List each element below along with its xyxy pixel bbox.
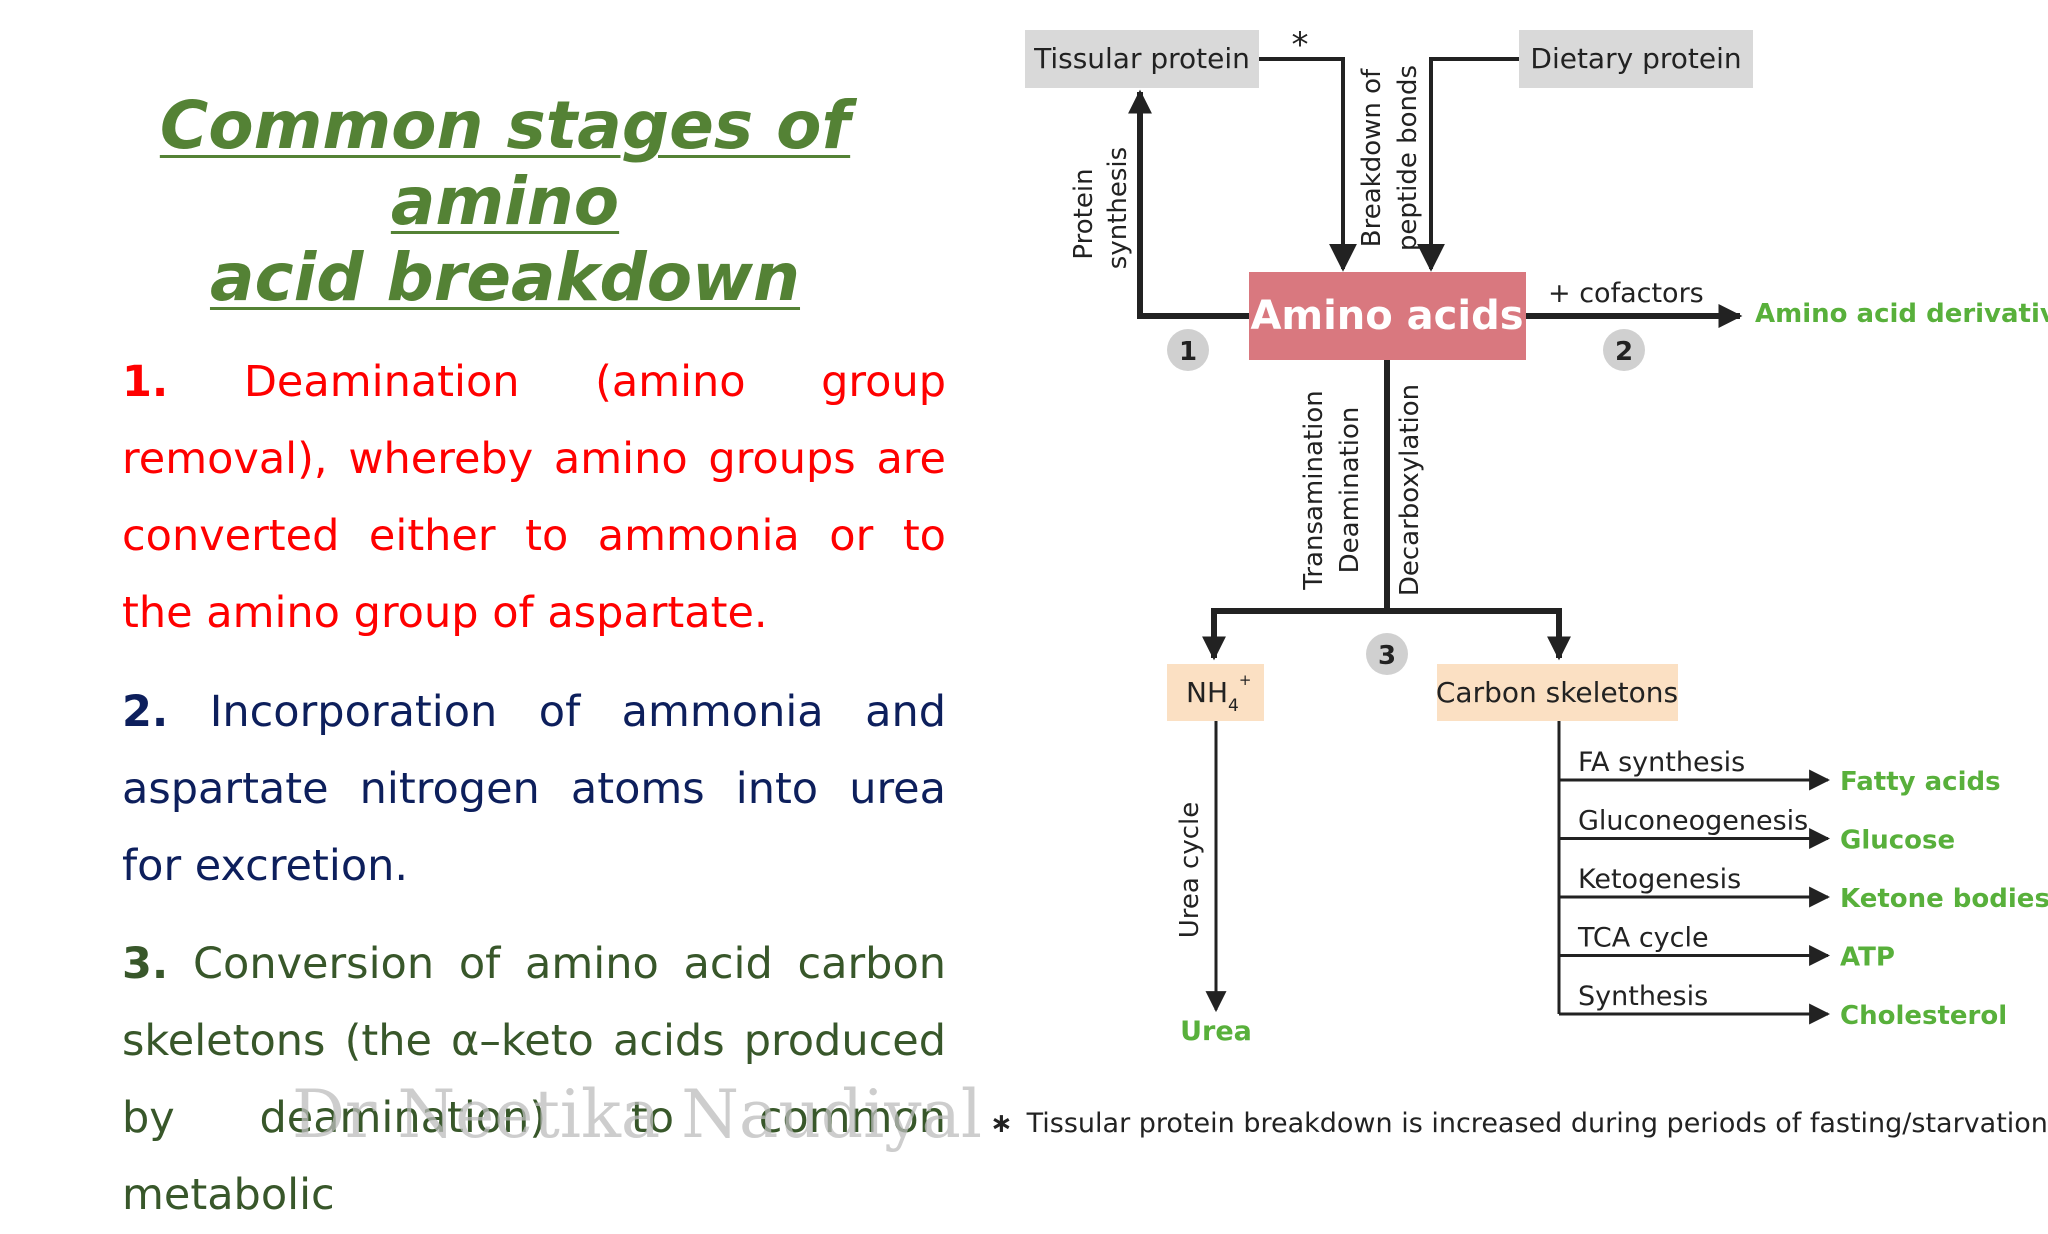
pathway-product-label: Cholesterol — [1840, 1001, 2007, 1031]
amino-acids-label: Amino acids — [1250, 293, 1523, 339]
pathway-process-label: FA synthesis — [1578, 747, 1745, 778]
title-line-2: acid breakdown — [209, 239, 801, 316]
point-2-number: 2. — [122, 687, 169, 737]
protein-synthesis-arrow — [1128, 89, 1249, 319]
tissular-breakdown-arrow — [1259, 57, 1357, 272]
pathway-product-label: Fatty acids — [1840, 767, 2001, 797]
carbon-skeletons-box — [1437, 664, 1678, 721]
point-3-number: 3. — [122, 939, 169, 989]
step-3-number: 3 — [1378, 641, 1396, 671]
protein-synthesis-label-2: synthesis — [1103, 147, 1133, 269]
deamination-label: Deamination — [1335, 407, 1365, 574]
point-2-text: Incorporation of ammonia and aspartate n… — [122, 687, 946, 891]
footnote-text: Tissular protein breakdown is increased … — [1026, 1108, 2048, 1139]
amino-acid-breakdown-diagram: Tissular protein Dietary protein * Prote… — [1025, 25, 2048, 1047]
footnote-star: ∗ — [990, 1108, 1013, 1139]
urea-cycle-label: Urea cycle — [1175, 802, 1205, 939]
urea-label: Urea — [1180, 1016, 1252, 1047]
step-1-number: 1 — [1179, 337, 1197, 367]
nh4-label: NH4+ — [1186, 671, 1251, 716]
pathway-process-label: Synthesis — [1578, 981, 1708, 1012]
protein-synthesis-label-1: Protein — [1069, 168, 1099, 259]
pathway-product-label: ATP — [1840, 943, 1895, 973]
nh4-superscript: + — [1239, 671, 1252, 689]
point-1-number: 1. — [122, 357, 169, 407]
pathway-process-label: TCA cycle — [1577, 923, 1709, 954]
asterisk-marker: * — [1292, 25, 1309, 65]
amino-acids-box — [1249, 272, 1526, 360]
slide-title: Common stages of amino acid breakdown — [40, 88, 970, 316]
cofactors-label: + cofactors — [1548, 278, 1704, 309]
step-2-circle — [1603, 329, 1645, 371]
pathway-product-label: Glucose — [1840, 826, 1955, 856]
pathway-product-label: Ketone bodies — [1840, 884, 2048, 914]
breakdown-label-1: Breakdown of — [1357, 68, 1387, 247]
step-1-circle — [1167, 329, 1209, 371]
transamination-label: Transamination — [1299, 390, 1329, 590]
tissular-protein-label: Tissular protein — [1033, 42, 1250, 75]
carbon-skeletons-label: Carbon skeletons — [1436, 676, 1678, 709]
title-line-1: Common stages of amino — [159, 87, 851, 240]
point-1-text: Deamination (amino group removal), where… — [122, 357, 947, 638]
point-1: 1. Deamination (amino group removal), wh… — [122, 344, 946, 652]
step-3-circle — [1366, 633, 1408, 675]
pathway-process-label: Gluconeogenesis — [1578, 806, 1808, 837]
dietary-breakdown-arrow — [1417, 57, 1519, 272]
decarboxylation-label: Decarboxylation — [1395, 384, 1425, 596]
nh4-box — [1167, 664, 1264, 721]
footnote: ∗ Tissular protein breakdown is increased… — [990, 1108, 2048, 1139]
dietary-protein-label: Dietary protein — [1530, 42, 1741, 75]
step-2-number: 2 — [1615, 337, 1633, 367]
point-2: 2. Incorporation of ammonia and aspartat… — [122, 674, 946, 905]
tissular-protein-box — [1025, 30, 1259, 88]
split-line — [1202, 608, 1571, 661]
amino-acid-derivatives-label: Amino acid derivatives — [1755, 299, 2048, 329]
breakdown-label-2: peptide bonds — [1393, 65, 1423, 251]
dietary-protein-box — [1519, 30, 1753, 88]
nh4-main: NH — [1186, 676, 1228, 709]
pathway-process-label: Ketogenesis — [1578, 864, 1741, 895]
nh4-subscript: 4 — [1228, 696, 1239, 716]
